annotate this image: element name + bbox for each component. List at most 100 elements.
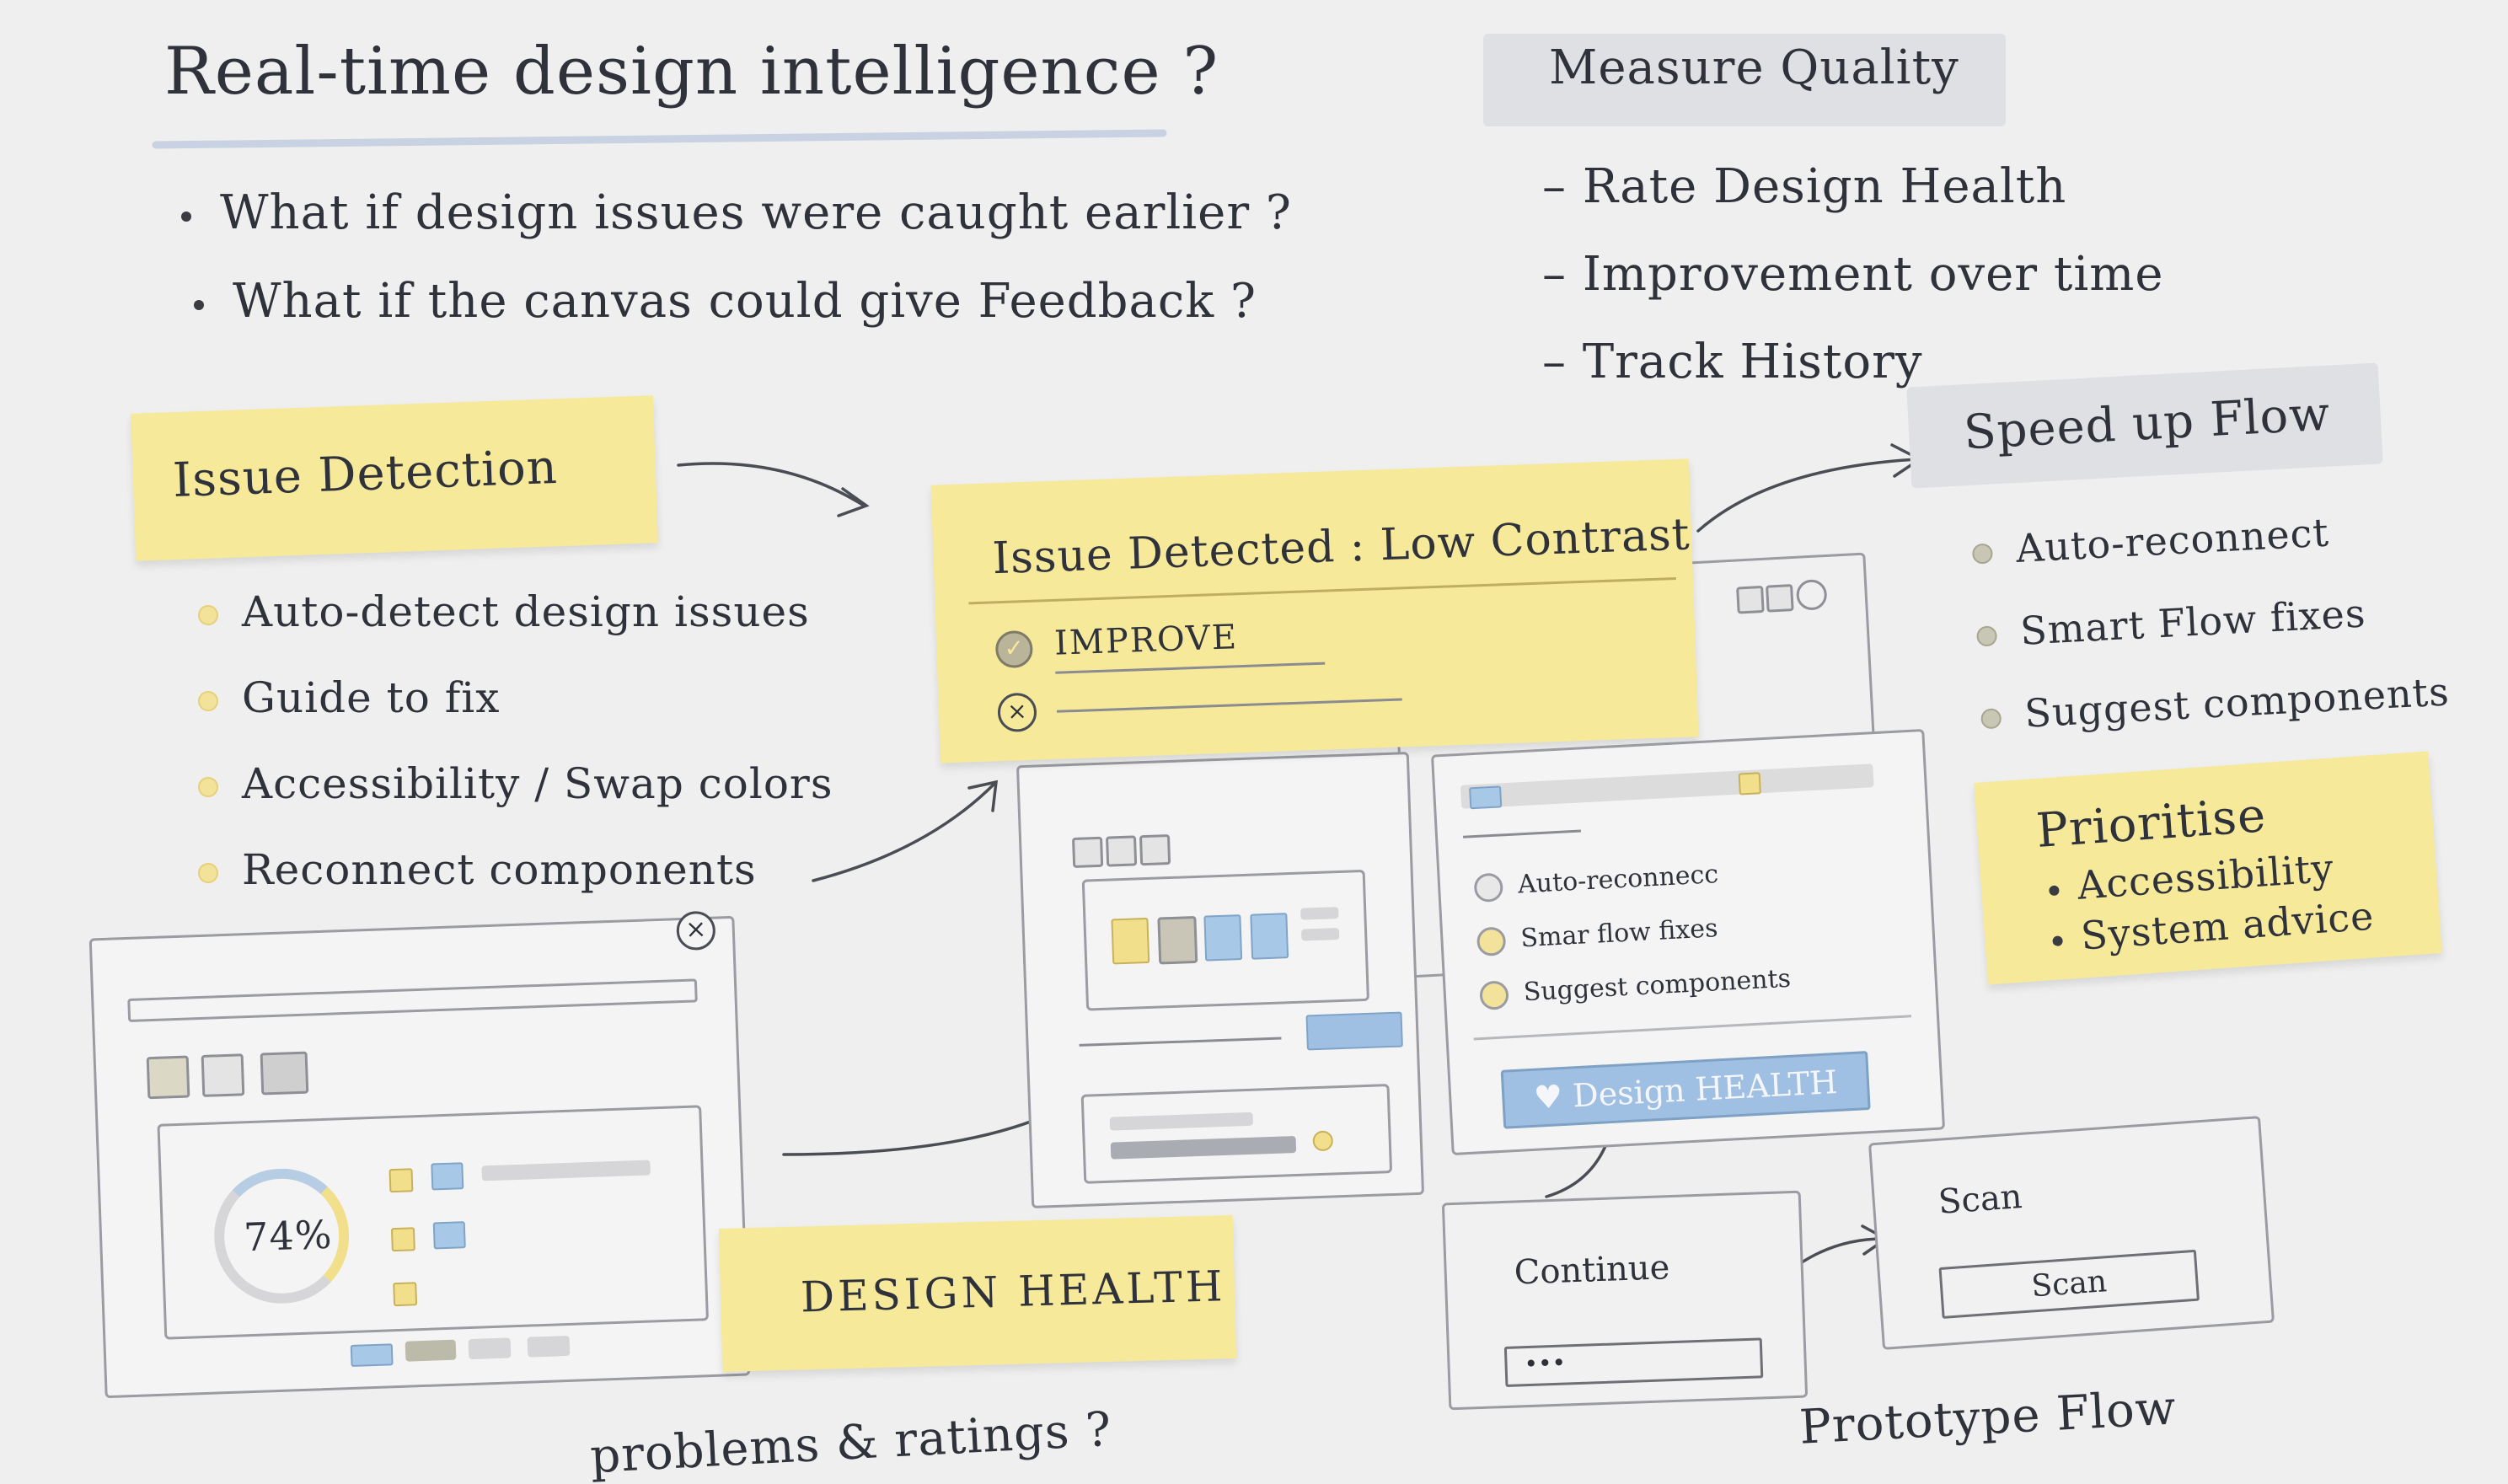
metric-bar <box>481 1160 651 1181</box>
swatch-label <box>1300 928 1340 941</box>
heart-icon: ♥ <box>1532 1078 1564 1117</box>
dot-icon <box>198 863 218 883</box>
footer-chip[interactable] <box>468 1337 512 1360</box>
swatch-blue[interactable] <box>1203 914 1243 962</box>
bullet-icon <box>2052 935 2064 947</box>
dot-icon <box>198 691 218 711</box>
radio-icon <box>1476 926 1507 957</box>
feedback-panel-window: Auto-reconnecc Smar flow fixes Suggest c… <box>1430 728 1946 1156</box>
footer-chip[interactable] <box>405 1339 457 1362</box>
swatch-blue[interactable] <box>1250 913 1289 960</box>
tool-icon[interactable] <box>146 1055 190 1100</box>
question-2: What if the canvas could give Feedback ? <box>194 274 1257 329</box>
prioritise-note: Prioritise Accessibility System advice <box>1974 751 2442 985</box>
measure-quality-item: – Track History <box>1542 335 1923 389</box>
window-control-icon <box>1736 585 1765 614</box>
loading-dots-icon: ••• <box>1523 1348 1567 1379</box>
arrow-panel-to-continue <box>1545 1144 1607 1198</box>
design-health-button[interactable]: ♥ Design HEALTH <box>1500 1051 1871 1129</box>
swatch-panel <box>1081 869 1369 1011</box>
canvas-window-left <box>1016 752 1425 1208</box>
dot-icon <box>1975 625 1998 647</box>
arrow-health-to-panel <box>782 1111 1055 1156</box>
toolbar-icon[interactable] <box>1469 785 1503 810</box>
continue-screen: Continue ••• <box>1441 1190 1809 1411</box>
issue-detection-item: Auto-detect design issues <box>198 569 833 655</box>
tool-icon[interactable] <box>1071 836 1104 869</box>
dot-icon <box>198 777 218 797</box>
swatch-label <box>1300 907 1339 920</box>
health-score: 74% <box>243 1211 334 1261</box>
issue-detection-item: Accessibility / Swap colors <box>198 741 833 827</box>
arrow-list-to-panel <box>812 782 996 882</box>
scan-screen: Scan Scan <box>1868 1116 2275 1350</box>
close-icon: × <box>997 692 1037 733</box>
prioritise-list: Accessibility System advice <box>2047 840 2376 963</box>
swatch-yellow[interactable] <box>1111 917 1150 965</box>
measure-quality-list: – Rate Design Health – Improvement over … <box>1542 143 2163 406</box>
improve-label: IMPROVE <box>1053 618 1239 663</box>
toolbar-divider <box>1463 829 1581 838</box>
tool-icon[interactable] <box>1139 833 1171 866</box>
bullet-icon <box>2049 885 2060 897</box>
design-health-note: DESIGN HEALTH <box>718 1215 1237 1372</box>
arrow-continue-to-scan <box>1798 1237 1885 1266</box>
toolbar-icon[interactable] <box>1738 772 1761 796</box>
bullet-icon <box>181 211 191 222</box>
radio-icon <box>1479 980 1509 1010</box>
issue-detected-title: Issue Detected : Low Contrast <box>991 509 1691 585</box>
close-icon[interactable]: × <box>676 910 716 951</box>
tool-icon[interactable] <box>1105 835 1138 867</box>
prioritise-heading: Prioritise <box>2034 788 2269 860</box>
divider <box>1079 1037 1282 1047</box>
swatch-gray[interactable] <box>1157 915 1198 965</box>
metric-icon <box>390 1227 415 1252</box>
apply-button[interactable] <box>1305 1011 1403 1051</box>
panel-toolbar <box>1460 763 1874 809</box>
question-1: What if design issues were caught earlie… <box>181 185 1292 240</box>
layer-icon[interactable] <box>1312 1130 1334 1152</box>
dismiss-underline <box>1056 698 1402 713</box>
check-icon: ✓ <box>994 629 1034 669</box>
scan-button[interactable]: Scan <box>1938 1249 2200 1319</box>
measure-quality-item: – Improvement over time <box>1542 247 2164 302</box>
arrow-issue-to-card <box>677 462 865 507</box>
metric-icon <box>389 1168 414 1193</box>
arrow-card-to-speed <box>1696 458 1919 533</box>
issue-detection-item: Reconnect components <box>198 827 833 913</box>
address-bar <box>127 978 698 1022</box>
tool-icon[interactable] <box>260 1051 309 1096</box>
footer-chip[interactable] <box>350 1343 394 1367</box>
health-summary-panel: 74% <box>157 1105 709 1340</box>
metric-icon <box>431 1162 464 1191</box>
continue-input[interactable]: ••• <box>1503 1337 1764 1388</box>
issue-detected-card: Issue Detected : Low Contrast ✓ IMPROVE … <box>930 458 1699 763</box>
close-icon[interactable] <box>1795 578 1828 611</box>
speed-up-list: Auto-reconnect Smart Flow fixes Suggest … <box>1970 485 2452 758</box>
continue-label: Continue <box>1513 1248 1670 1293</box>
metric-icon <box>393 1282 418 1307</box>
scan-title: Scan <box>1937 1177 2023 1222</box>
panel-option-list: Auto-reconnecc Smar flow fixes Suggest c… <box>1473 844 1793 1022</box>
dot-icon <box>1971 543 1994 565</box>
layer-bar <box>1110 1135 1297 1160</box>
measure-quality-highlight <box>1483 34 2006 126</box>
design-health-window: × 74% <box>88 910 751 1399</box>
bullet-icon <box>194 299 204 310</box>
window-control-icon <box>1766 584 1794 613</box>
dot-icon <box>1980 708 2002 730</box>
layer-panel <box>1080 1084 1393 1184</box>
improve-underline <box>1055 662 1326 674</box>
metric-icon <box>432 1221 466 1250</box>
dot-icon <box>198 605 218 625</box>
radio-icon <box>1473 872 1504 903</box>
measure-quality-item: – Rate Design Health <box>1542 159 2067 214</box>
issue-detection-list: Auto-detect design issues Guide to fix A… <box>198 569 833 913</box>
tool-icon[interactable] <box>201 1053 245 1097</box>
page-title: Real-time design intelligence ? <box>164 34 1219 110</box>
footer-chip[interactable] <box>527 1335 571 1358</box>
measure-quality-heading: Measure Quality <box>1549 40 1959 95</box>
layer-bar <box>1109 1112 1254 1131</box>
design-health-note-text: DESIGN HEALTH <box>800 1262 1227 1322</box>
